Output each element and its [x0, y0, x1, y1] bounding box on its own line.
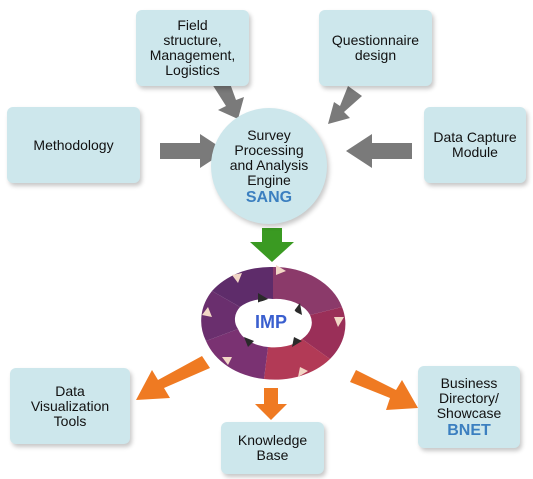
arrow-engine-to-imp — [250, 228, 294, 262]
field-structure-line-2: structure, — [163, 32, 222, 48]
knowledge-base-line-1: Knowledge — [237, 432, 308, 448]
methodology-label: Methodology — [33, 136, 114, 153]
engine-line-3: and Analysis — [229, 156, 309, 173]
questionnaire-line-1: Questionnaire — [331, 32, 420, 48]
imp-ring — [201, 265, 346, 380]
business-directory-line-1: Business — [440, 375, 498, 391]
arrow-imp-to-business — [350, 370, 418, 410]
arrow-imp-to-dataviz — [136, 356, 210, 400]
questionnaire-box: Questionnaire design — [319, 10, 432, 86]
imp-label: IMP — [243, 300, 299, 344]
field-structure-line-3: Management, — [149, 47, 236, 63]
arrow-imp-to-knowledge — [255, 388, 287, 420]
business-directory-box: Business Directory/ Showcase BNET — [418, 366, 520, 448]
data-capture-box: Data Capture Module — [424, 107, 526, 183]
arrow-methodology-to-engine — [160, 134, 226, 168]
data-capture-line-1: Data Capture — [433, 129, 517, 145]
bnet-acronym: BNET — [447, 422, 491, 439]
arrow-datacapture-to-engine — [346, 134, 412, 168]
engine-line-1: Survey — [247, 126, 291, 143]
data-viz-line-3: Tools — [53, 412, 87, 429]
imp-cycle-graphic: IMP — [198, 263, 348, 383]
data-capture-line-2: Module — [452, 144, 498, 160]
data-visualization-box: Data Visualization Tools — [10, 368, 130, 444]
questionnaire-line-2: design — [354, 47, 397, 63]
business-directory-line-3: Showcase — [436, 405, 502, 421]
knowledge-base-box: Knowledge Base — [221, 422, 324, 474]
business-directory-line-2: Directory/ — [439, 390, 499, 406]
field-structure-line-4: Logistics — [165, 62, 220, 78]
arrow-field-to-engine — [212, 78, 244, 119]
knowledge-base-line-2: Base — [256, 447, 289, 463]
field-structure-line-1: Field — [177, 17, 208, 33]
data-viz-line-2: Visualization — [30, 397, 110, 414]
sang-engine-circle: Survey Processing and Analysis Engine SA… — [211, 108, 327, 224]
sang-acronym: SANG — [245, 188, 293, 206]
engine-line-2: Processing — [234, 141, 304, 158]
data-viz-line-1: Data — [55, 382, 85, 399]
arrow-questionnaire-to-engine — [328, 86, 362, 124]
engine-line-4: Engine — [247, 171, 291, 188]
methodology-box: Methodology — [7, 107, 140, 183]
field-structure-box: Field structure, Management, Logistics — [136, 10, 249, 86]
